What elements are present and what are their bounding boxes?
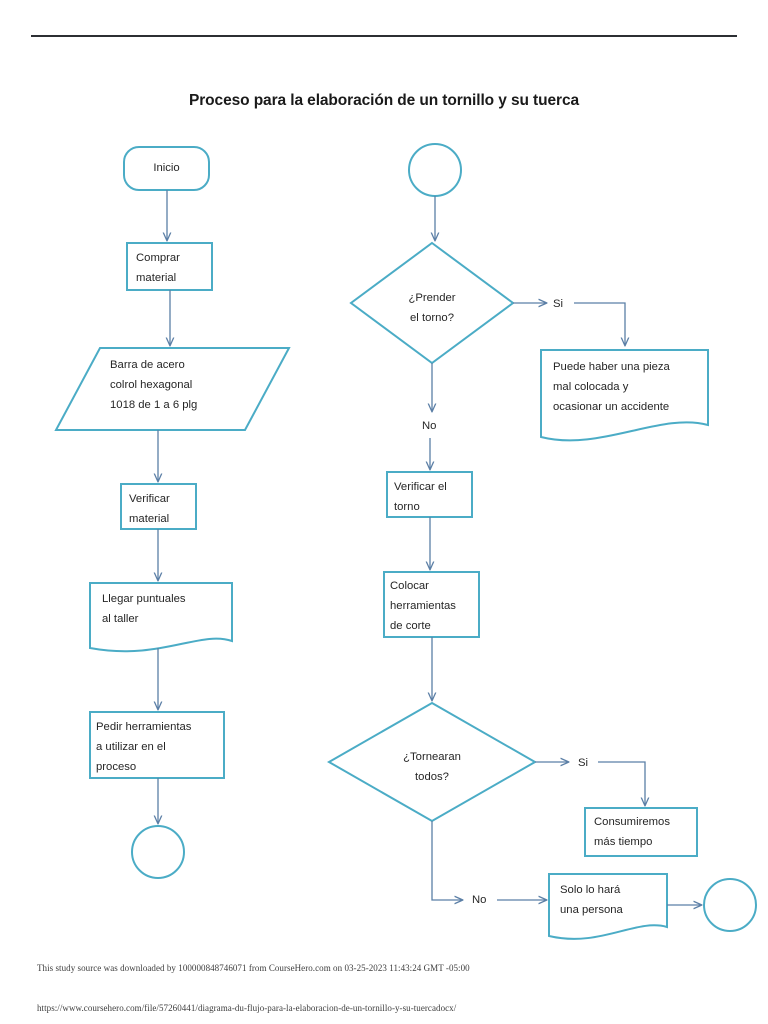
node-verificar-torno[interactable] [386,471,473,518]
node-verificar-material[interactable] [120,483,197,530]
edge-label-tornearan-no: No [472,894,487,906]
page-title: Proceso para la elaboración de un tornil… [189,92,579,109]
header-divider [31,35,737,37]
source-url: https://www.coursehero.com/file/57260441… [37,1003,457,1013]
download-notice: This study source was downloaded by 1000… [37,963,470,973]
node-pedir-herramientas[interactable] [89,711,225,779]
edge-tornearan-no-out [431,821,462,900]
node-conector-inicio-der[interactable] [408,143,462,197]
node-solo-una-persona[interactable] [548,873,668,940]
node-barra-de-acero[interactable] [54,347,291,431]
node-comprar-material[interactable] [126,242,213,291]
node-colocar-herramientas[interactable] [383,571,480,638]
node-puede-haber-pieza[interactable] [540,349,709,442]
node-conector-fin-izq[interactable] [131,825,185,879]
edge-label-prender-si: Si [553,298,564,310]
node-llegar-puntuales[interactable] [89,582,233,653]
node-consumiremos-tiempo[interactable] [584,807,698,857]
node-tornearan-todos[interactable] [326,701,538,823]
node-inicio[interactable] [123,146,210,191]
edge-label-prender-no: No [422,420,437,432]
node-conector-fin-der[interactable] [703,878,757,932]
edge-si-to-consumiremos [598,761,645,805]
edge-si-to-puede-haber-pieza [574,302,625,345]
node-prender-torno[interactable] [349,241,515,365]
edge-label-tornearan-si: Si [578,757,589,769]
